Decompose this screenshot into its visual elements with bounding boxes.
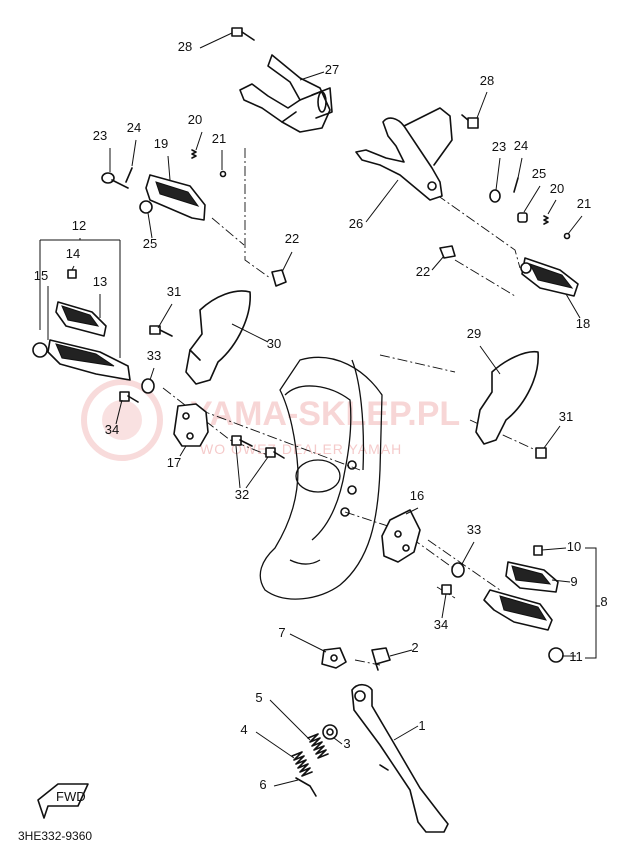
passenger-footrest-right (520, 257, 579, 297)
callout-31: 31 (559, 409, 573, 424)
callout-21: 21 (212, 131, 226, 146)
callout-22: 22 (285, 231, 299, 246)
callout-7: 7 (278, 625, 285, 640)
callout-22: 22 (416, 264, 430, 279)
bolt-28-right (461, 114, 479, 129)
passenger-bracket-right (355, 107, 453, 201)
bolt-34-left (119, 391, 139, 403)
ball-21-right (563, 232, 571, 240)
callout-1: 1 (418, 718, 425, 733)
callout-25: 25 (532, 166, 546, 181)
watermark: YAMA-SKLEP.PL WO OWEZ DEALER YAMAH (81, 379, 460, 461)
bolt-34-right (441, 584, 452, 595)
cotter-24-right (513, 177, 519, 193)
callout-29: 29 (467, 326, 481, 341)
spring-20-right (543, 215, 549, 225)
bolt-2 (371, 647, 391, 671)
callout-27: 27 (325, 62, 339, 77)
bolt-31-right (535, 447, 547, 459)
callout-6: 6 (259, 777, 266, 792)
ball-21-left (219, 170, 227, 178)
callout-34: 34 (105, 422, 119, 437)
callout-4: 4 (240, 722, 247, 737)
callout-20: 20 (188, 112, 202, 127)
callout-23: 23 (492, 139, 506, 154)
callout-32: 32 (235, 487, 249, 502)
callout-15: 15 (34, 268, 48, 283)
rider-footrest-right (483, 545, 564, 663)
watermark-subtitle: WO OWEZ DEALER YAMAH (200, 441, 402, 457)
callout-30: 30 (267, 336, 281, 351)
callout-9: 9 (570, 574, 577, 589)
callout-25: 25 (143, 236, 157, 251)
callout-28: 28 (178, 39, 192, 54)
washer-22-left (271, 269, 287, 287)
callout-11: 11 (569, 649, 583, 664)
washer-22-right (439, 245, 456, 259)
side-stand (351, 683, 449, 833)
washer-33-left (141, 378, 155, 394)
callout-33: 33 (467, 522, 481, 537)
frame-outline (259, 356, 383, 600)
callout-3: 3 (343, 736, 350, 751)
callout-24: 24 (514, 138, 528, 153)
callout-24: 24 (127, 120, 141, 135)
callout-33: 33 (147, 348, 161, 363)
callout-14: 14 (66, 246, 80, 261)
callout-19: 19 (154, 136, 168, 151)
footrest-bracket-left (173, 403, 209, 447)
spring-5 (307, 733, 329, 759)
heel-guard-left (185, 290, 251, 385)
callout-2: 2 (411, 640, 418, 655)
callout-12: 12 (72, 218, 86, 233)
callout-5: 5 (255, 690, 262, 705)
callout-31: 31 (167, 284, 181, 299)
bolt-31-left (149, 325, 173, 337)
callout-leaders (47, 32, 583, 787)
heel-guard-right (475, 350, 539, 445)
spring-4 (291, 751, 313, 777)
watermark-title: YAMA-SKLEP.PL (190, 395, 460, 433)
passenger-bracket-left (239, 54, 333, 133)
rider-footrest-left (32, 269, 131, 381)
fwd-arrow-icon: FWD (37, 783, 89, 819)
spring-20-left (191, 149, 197, 159)
callout-16: 16 (410, 488, 424, 503)
callout-13: 13 (93, 274, 107, 289)
collar-25-right (517, 212, 528, 223)
callout-28: 28 (480, 73, 494, 88)
bracket-7 (321, 647, 347, 669)
bolt-28-left (231, 27, 255, 41)
collar-25-left (139, 200, 153, 214)
watermark-logo-core (102, 400, 142, 440)
callout-21: 21 (577, 196, 591, 211)
bolts-32 (231, 435, 285, 459)
cotter-24-left (125, 167, 133, 183)
pin-23-left (101, 172, 129, 189)
callout-8: 8 (600, 594, 607, 609)
diagram-code: 3HE332-9360 (18, 829, 92, 843)
spring-hook-6 (295, 777, 317, 797)
callout-23: 23 (93, 128, 107, 143)
callout-20: 20 (550, 181, 564, 196)
callout-26: 26 (349, 216, 363, 231)
passenger-footrest-left (145, 174, 206, 221)
callout-18: 18 (576, 316, 590, 331)
nut-3 (322, 724, 338, 740)
callout-34: 34 (434, 617, 448, 632)
washer-33-right (451, 562, 465, 578)
callout-10: 10 (567, 539, 581, 554)
callout-17: 17 (167, 455, 181, 470)
watermark-logo-ring (81, 379, 163, 461)
callout-labels: 1234567891011121314151617181920202121222… (34, 39, 608, 792)
footrest-bracket-right (381, 509, 421, 563)
pin-23-right (489, 189, 501, 203)
bracket-8-group (585, 547, 600, 659)
fwd-label: FWD (56, 789, 86, 804)
